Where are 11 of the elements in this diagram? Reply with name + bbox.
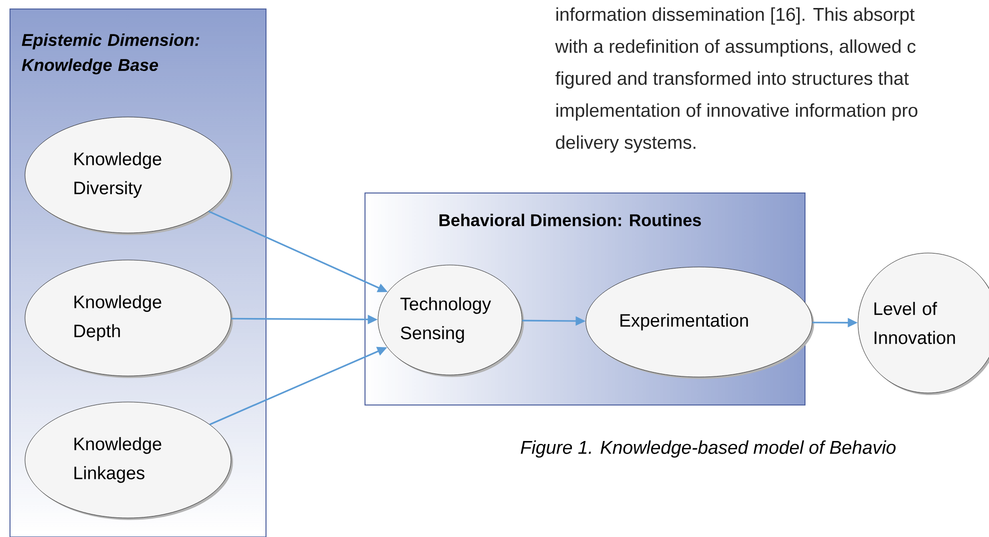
text-line: implementation of innovative information pro bbox=[556, 103, 918, 121]
oval: Knowledge Depth bbox=[24, 260, 233, 378]
oval: Knowledge Linkages bbox=[24, 402, 233, 520]
oval: Technology Sensing bbox=[378, 264, 524, 377]
text-line: figured and transformed into structures that bbox=[555, 71, 909, 89]
caption: Figure 1. Knowledge-based model of Behavio bbox=[520, 440, 896, 458]
text-line: information dissemination [16]. This absorpt bbox=[556, 7, 915, 25]
text-line: with a redefinition of assumptions, allowed c bbox=[555, 39, 916, 57]
text-line: delivery systems. bbox=[556, 135, 696, 153]
oval: Knowledge Diversity bbox=[24, 116, 233, 235]
oval: Experimentation bbox=[586, 266, 814, 379]
